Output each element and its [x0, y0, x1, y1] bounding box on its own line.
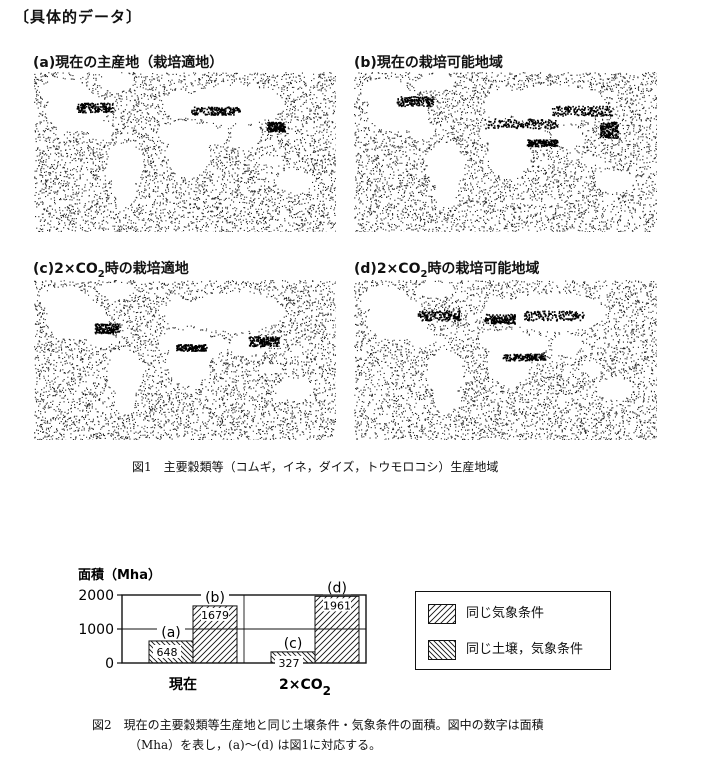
figure1-caption: 図1 主要穀類等（コムギ，イネ，ダイズ，トウモロコシ）生産地域 — [132, 460, 499, 474]
y-tick-label: 0 — [105, 656, 114, 672]
world-map-b — [354, 72, 657, 232]
stipple-map-svg — [354, 280, 657, 440]
ocean-stipple — [354, 72, 657, 232]
bar-letter-label: (a) — [161, 625, 181, 641]
value-label: 327 — [279, 657, 300, 670]
world-map-c — [34, 280, 336, 440]
value-label-bg — [201, 607, 229, 621]
bar-letter-label: (c) — [284, 636, 303, 652]
bar-letter-label: (d) — [327, 580, 347, 596]
ocean-stipple — [354, 280, 657, 440]
value-label-bg — [323, 598, 351, 612]
legend-item-same-climate: 同じ気象条件 — [428, 602, 544, 624]
crop-region-marks — [396, 96, 620, 148]
world-map-a — [34, 72, 336, 232]
value-label: 648 — [157, 646, 178, 659]
ocean-stipple — [34, 280, 336, 440]
value-label-bg — [275, 655, 303, 669]
value-label: 1961 — [323, 599, 351, 612]
map-a-label: (a)現在の主産地（栽培適地） — [33, 55, 224, 71]
crop-region-marks — [94, 323, 281, 352]
hatch-backslash-swatch — [428, 639, 456, 660]
stipple-map-svg — [34, 280, 336, 440]
bar-letter-bg — [157, 625, 185, 639]
world-map-d — [354, 280, 657, 440]
section-header: 〔具体的データ〕 — [14, 8, 143, 26]
map-c-label: (c)2×CO2時の栽培適地 — [33, 261, 189, 280]
chart-legend: 同じ気象条件 同じ土壌，気象条件 — [415, 591, 611, 670]
x-category-label: 2×CO2 — [279, 677, 331, 698]
bar-chart: 面積（Mha） 0 1000 2000 648 (a) 1679 (b) 現在 327 (c) 19… — [70, 565, 370, 705]
map-b-label: (b)現在の栽培可能地域 — [354, 55, 503, 71]
chart-svg: 面積（Mha） 0 1000 2000 648 (a) 1679 (b) 現在 327 (c) 19… — [78, 567, 367, 698]
bar-letter-bg — [323, 581, 351, 595]
crop-region-marks — [76, 102, 287, 133]
x-category-label: 現在 — [169, 676, 197, 693]
y-axis-label: 面積（Mha） — [78, 567, 161, 583]
hatch-slash-swatch — [428, 603, 456, 624]
y-tick-label: 1000 — [78, 622, 114, 638]
figure2-caption-line2: （Mha）を表し，(a)～(d) は図1に対応する。 — [129, 738, 382, 752]
stipple-map-svg — [354, 72, 657, 232]
map-d-label: (d)2×CO2時の栽培可能地域 — [354, 261, 540, 280]
figure2-caption-line1: 図2 現在の主要穀類等生産地と同じ土壌条件・気象条件の面積。図中の数字は面積 — [92, 718, 544, 732]
ocean-stipple — [34, 72, 336, 232]
bar-letter-bg — [279, 636, 307, 650]
y-tick-label: 2000 — [78, 588, 114, 604]
value-label-bg — [153, 644, 181, 658]
bar-letter-bg — [201, 590, 229, 604]
legend-item-same-soil-climate: 同じ土壌，気象条件 — [428, 638, 583, 660]
value-label: 1679 — [201, 609, 229, 622]
crop-region-marks — [417, 310, 585, 362]
stipple-map-svg — [34, 72, 336, 232]
bar — [192, 605, 238, 664]
bar-letter-label: (b) — [205, 590, 225, 606]
